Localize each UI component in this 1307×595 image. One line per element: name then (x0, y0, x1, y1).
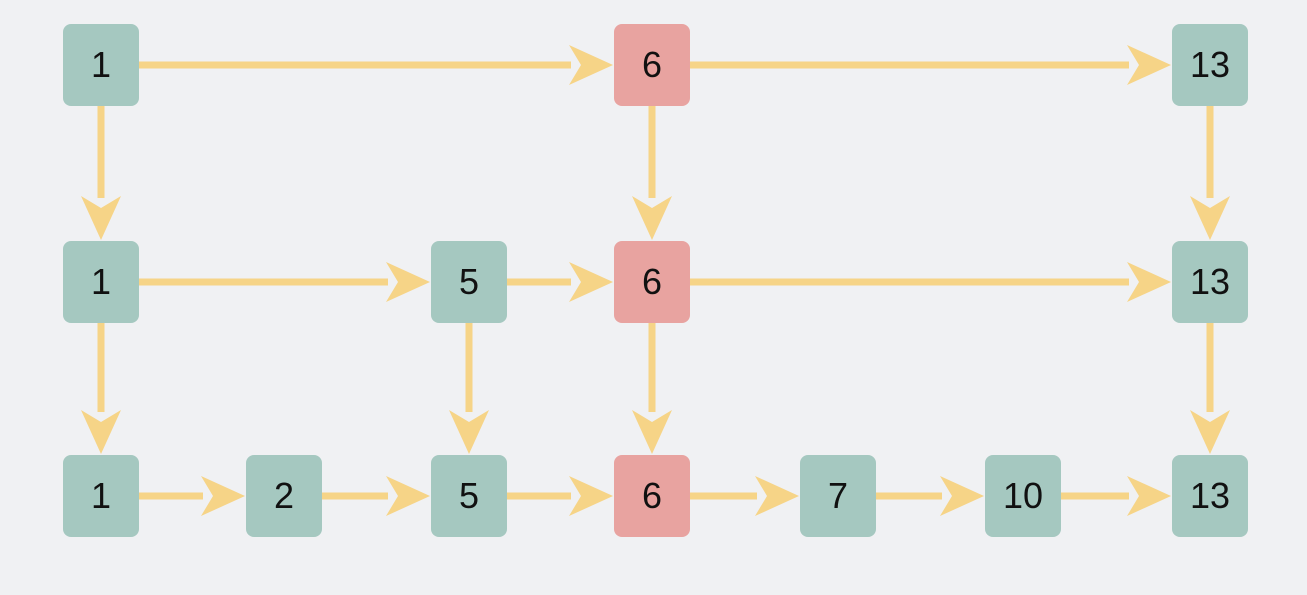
node-middle-13: 13 (1172, 241, 1248, 323)
node-bottom-2: 2 (246, 455, 322, 537)
edge-down-top-13 (1190, 106, 1230, 240)
edge-down-middle-6 (632, 323, 672, 454)
node-top-1: 1 (63, 24, 139, 106)
edge-down-top-1 (81, 106, 121, 240)
edge-down-top-6 (632, 106, 672, 240)
edge-bottom-7-to-10 (876, 476, 984, 516)
node-bottom-5: 5 (431, 455, 507, 537)
edge-bottom-10-to-13 (1061, 476, 1171, 516)
edge-down-middle-13 (1190, 323, 1230, 454)
node-bottom-6: 6 (614, 455, 690, 537)
edge-middle-5-to-6 (507, 262, 613, 302)
node-bottom-13: 13 (1172, 455, 1248, 537)
node-top-6: 6 (614, 24, 690, 106)
edge-top-6-to-13 (690, 45, 1171, 85)
node-bottom-1: 1 (63, 455, 139, 537)
edge-bottom-5-to-6 (507, 476, 613, 516)
node-middle-1: 1 (63, 241, 139, 323)
edge-top-1-to-6 (139, 45, 613, 85)
node-top-13: 13 (1172, 24, 1248, 106)
edge-down-middle-5 (449, 323, 489, 454)
node-middle-5: 5 (431, 241, 507, 323)
edge-bottom-1-to-2 (139, 476, 245, 516)
node-middle-6: 6 (614, 241, 690, 323)
edge-middle-6-to-13 (690, 262, 1171, 302)
edge-bottom-6-to-7 (690, 476, 799, 516)
edge-down-middle-1 (81, 323, 121, 454)
node-bottom-7: 7 (800, 455, 876, 537)
edge-middle-1-to-5 (139, 262, 430, 302)
node-bottom-10: 10 (985, 455, 1061, 537)
edge-bottom-2-to-5 (322, 476, 430, 516)
